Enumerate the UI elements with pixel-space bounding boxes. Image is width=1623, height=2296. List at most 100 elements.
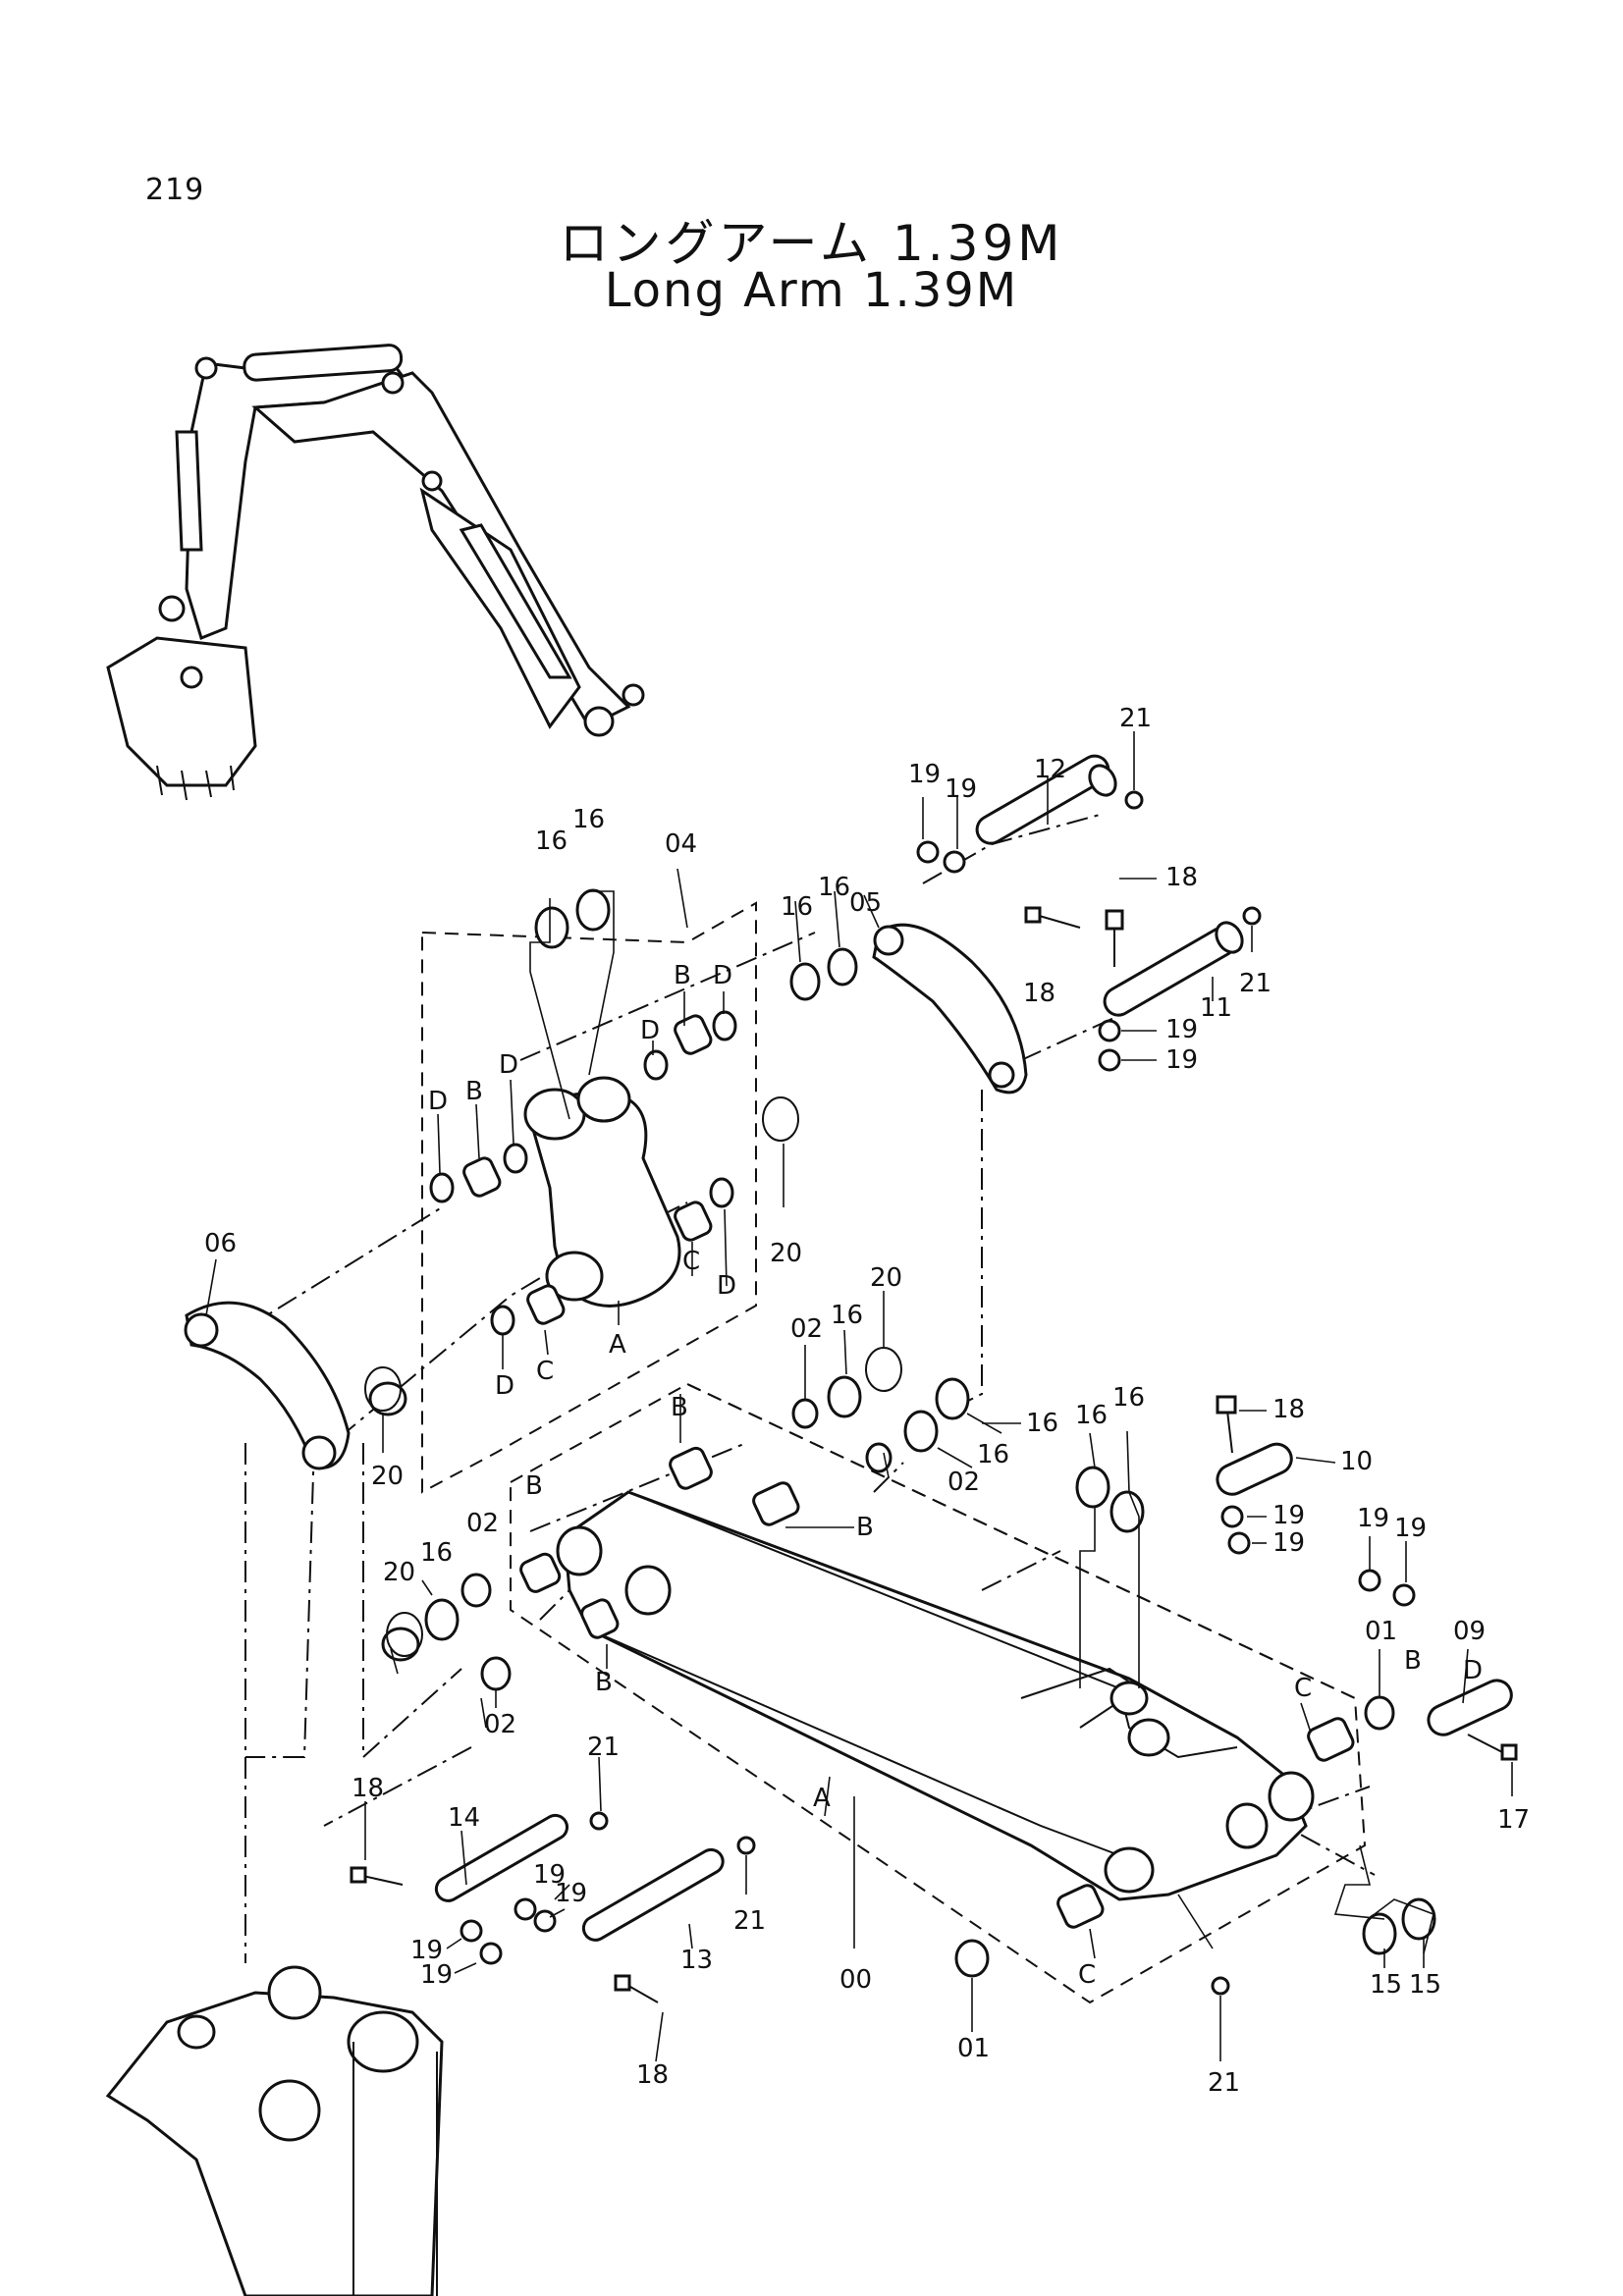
callout-14: 14: [448, 1803, 480, 1833]
callout-18: 18: [636, 2060, 669, 2090]
callout-16: 16: [818, 873, 850, 902]
callout-15: 15: [1370, 1970, 1402, 2000]
callout-19: 19: [1272, 1528, 1305, 1558]
label-D: D: [499, 1050, 518, 1080]
callout-19: 19: [1272, 1501, 1305, 1530]
excavator-overview-illustration: [106, 344, 645, 801]
pin-10: [1216, 1442, 1293, 1496]
callout-21: 21: [587, 1733, 620, 1762]
leader-lines: [205, 731, 1513, 2062]
callout-20: 20: [371, 1462, 404, 1491]
callout-09: 09: [1453, 1617, 1486, 1646]
grease-fittings-21: [589, 790, 1262, 1996]
bucket-illustration: [105, 1965, 444, 2296]
label-D: D: [640, 1016, 660, 1045]
title-japanese: ロングアーム 1.39M: [559, 215, 1064, 272]
callout-21: 21: [1119, 704, 1152, 733]
arm-group-boundary-00: [510, 1382, 1367, 2004]
label-D: D: [428, 1087, 448, 1116]
pin-14: [434, 1813, 569, 1902]
callout-19: 19: [1165, 1045, 1198, 1075]
callout-19: 19: [410, 1936, 443, 1965]
callout-19: 19: [555, 1879, 587, 1908]
callout-21: 21: [1239, 969, 1271, 998]
callout-19: 19: [420, 1960, 453, 1990]
callout-01: 01: [957, 2034, 990, 2063]
label-B: B: [674, 961, 691, 990]
callout-18: 18: [1023, 979, 1055, 1008]
callout-20: 20: [770, 1239, 802, 1268]
title-english: Long Arm 1.39M: [604, 263, 1019, 318]
label-D: D: [1463, 1656, 1483, 1685]
callout-12: 12: [1034, 755, 1066, 784]
callout-16: 16: [831, 1301, 863, 1330]
callout-19: 19: [945, 774, 977, 804]
callout-labels: 19 19 12 21 18 18 21 11 19 19 05 04 16 1…: [204, 704, 1530, 2098]
callout-16: 16: [1026, 1409, 1058, 1438]
callout-21: 21: [1208, 2068, 1240, 2098]
callout-18: 18: [1272, 1395, 1305, 1424]
callout-01: 01: [1365, 1617, 1397, 1646]
callout-02: 02: [790, 1314, 823, 1344]
label-C: C: [682, 1247, 700, 1276]
pin-12: [975, 754, 1117, 845]
callout-02: 02: [466, 1509, 499, 1538]
label-B: B: [595, 1668, 613, 1697]
callout-17: 17: [1497, 1805, 1530, 1835]
arm-link-05: [872, 923, 1028, 1095]
bolt-18-a: [1024, 906, 1081, 929]
callout-21: 21: [733, 1906, 766, 1936]
bolt-18-c: [1216, 1395, 1237, 1454]
label-B: B: [465, 1077, 483, 1106]
bolt-17: [1467, 1734, 1518, 1761]
callout-02: 02: [947, 1468, 980, 1497]
callout-05: 05: [849, 888, 882, 918]
bolt-18-e: [614, 1974, 659, 2003]
label-B: B: [1404, 1646, 1422, 1676]
label-B: B: [856, 1513, 874, 1542]
callout-16: 16: [420, 1538, 453, 1568]
label-C: C: [1078, 1960, 1096, 1990]
link-group-boundary-04: [421, 901, 757, 1494]
callout-11: 11: [1200, 993, 1232, 1023]
callout-16: 16: [1075, 1401, 1108, 1430]
callout-19: 19: [1357, 1504, 1389, 1533]
bolt-18-b: [1105, 909, 1124, 967]
callout-13: 13: [680, 1946, 713, 1975]
callout-15: 15: [1409, 1970, 1441, 2000]
label-B: B: [525, 1471, 543, 1501]
label-A: A: [813, 1784, 831, 1813]
bushings-and-shims: [368, 1010, 1436, 1978]
long-arm-body: [556, 1490, 1315, 1901]
label-A: A: [609, 1330, 626, 1360]
label-D: D: [495, 1371, 514, 1401]
bolt-18-d: [350, 1866, 404, 1886]
callout-16: 16: [535, 827, 568, 856]
callout-00: 00: [839, 1965, 872, 1995]
callout-18: 18: [352, 1774, 384, 1803]
callout-02: 02: [484, 1710, 516, 1739]
label-D: D: [713, 961, 732, 990]
callout-16: 16: [572, 805, 605, 834]
link-assembly-A: [523, 1076, 681, 1308]
label-C: C: [1294, 1674, 1312, 1703]
page-number: 219: [145, 173, 205, 207]
label-C: C: [536, 1357, 554, 1386]
pin-11: [1103, 921, 1244, 1017]
callout-19: 19: [908, 760, 941, 789]
nuts-19: [460, 840, 1416, 1965]
link-06: [184, 1301, 351, 1470]
callout-10: 10: [1340, 1447, 1373, 1476]
callout-19: 19: [1394, 1514, 1427, 1543]
washers-16: [424, 888, 1145, 1641]
callout-16: 16: [977, 1440, 1009, 1469]
callout-18: 18: [1165, 863, 1198, 892]
label-B: B: [671, 1393, 688, 1422]
o-rings-20: [364, 1096, 902, 1657]
callout-20: 20: [383, 1558, 415, 1587]
callout-16: 16: [1112, 1383, 1145, 1413]
pin-13: [581, 1847, 725, 1942]
callout-19: 19: [533, 1860, 566, 1890]
callout-16: 16: [781, 892, 813, 922]
